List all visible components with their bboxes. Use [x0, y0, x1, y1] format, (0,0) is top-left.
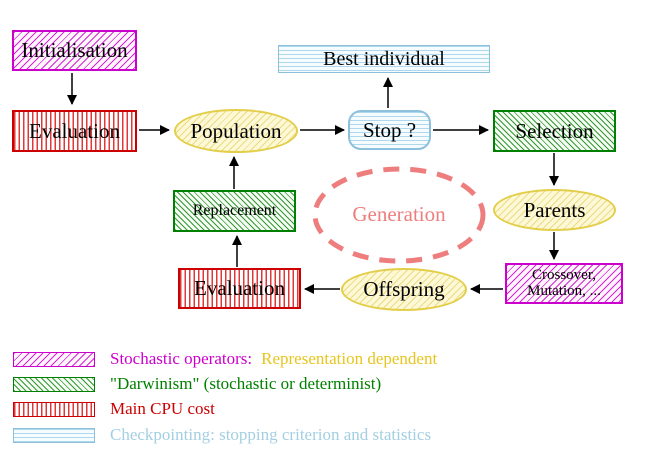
node-stop-label: Stop ?: [362, 117, 417, 142]
node-best-individual: Best individual: [278, 45, 490, 73]
legend-label-main-cpu-cost: Main CPU cost: [110, 399, 215, 418]
node-parents: Parents: [493, 189, 616, 231]
legend-label-checkpointing: Checkpointing: stopping criterion and st…: [110, 425, 432, 444]
node-evaluation-top: Evaluation: [12, 110, 137, 152]
generation-label: Generation: [352, 202, 446, 226]
legend-swatch-red-stripes: [13, 402, 95, 417]
node-crossover-label-line2: Mutation, ...: [527, 282, 601, 299]
node-best-individual-label: Best individual: [323, 47, 445, 70]
node-initialisation: Initialisation: [12, 30, 137, 71]
node-replacement-label: Replacement: [192, 201, 277, 219]
node-parents-label: Parents: [523, 197, 586, 222]
node-crossover-mutation: Crossover, Mutation, ...: [505, 263, 623, 304]
node-initialisation-label: Initialisation: [21, 38, 128, 63]
node-selection: Selection: [493, 110, 616, 152]
legend-label-darwinism: "Darwinism" (stochastic or determinist): [110, 374, 382, 393]
node-population: Population: [174, 109, 298, 153]
node-evaluation-bottom: Evaluation: [178, 268, 301, 309]
legend-label-stochastic-operators: Stochastic operators:: [110, 349, 253, 368]
legend-swatch-magenta-hatch: [13, 352, 95, 367]
node-evaluation-bottom-label: Evaluation: [194, 276, 285, 301]
node-evaluation-top-label: Evaluation: [29, 118, 120, 143]
node-offspring-label: Offspring: [363, 277, 445, 302]
node-population-label: Population: [190, 118, 282, 143]
node-crossover-label-line1: Crossover,: [532, 266, 596, 283]
legend-swatch-green-hatch: [13, 377, 95, 392]
node-selection-label: Selection: [515, 118, 594, 143]
node-replacement: Replacement: [173, 190, 296, 232]
legend-swatch-cyan-stripes: [13, 428, 95, 443]
node-offspring: Offspring: [341, 268, 467, 311]
legend-label-representation-dependent: Representation dependent: [261, 349, 438, 368]
node-stop: Stop ?: [348, 110, 431, 150]
